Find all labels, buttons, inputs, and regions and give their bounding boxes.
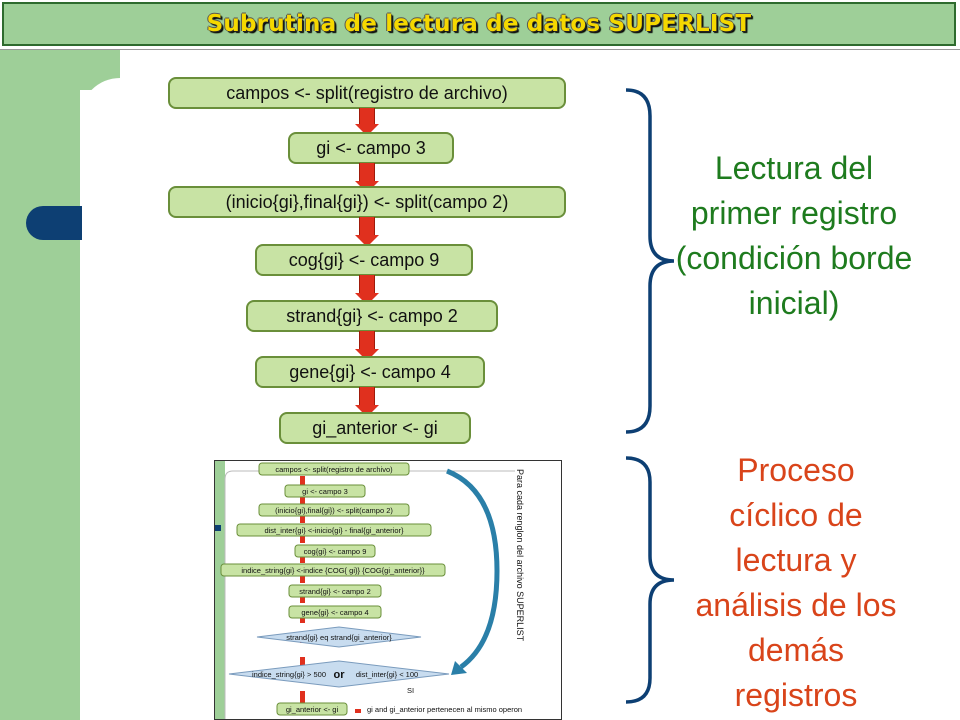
flow-arrow — [355, 217, 379, 247]
thumb-final-step: gi_anterior <- gi — [286, 705, 339, 714]
thumb-loop-arrow — [446, 468, 500, 670]
thumb-tab — [215, 525, 221, 531]
thumb-decisions — [228, 626, 450, 688]
label-first-record: Lectura del primer registro (condición b… — [675, 150, 913, 321]
thumb-step: strand{gi} <- campo 2 — [299, 587, 371, 596]
flow-step-strand: strand{gi} <- campo 2 — [246, 300, 498, 332]
thumb-operon-text: gi and gi_anterior pertenecen al mismo o… — [367, 705, 522, 714]
brace-cyclic-process — [625, 456, 675, 704]
thumb-step: dist_inter{gi} <-inicio{gi} - final{gi_a… — [264, 526, 404, 535]
thumb-si-label: SI — [407, 686, 414, 695]
thumb-decision-strand: strand{gi} eq strand{gi_anterior} — [286, 633, 392, 642]
thumb-decision-dist: dist_inter{gi} < 100 — [356, 670, 418, 679]
thumb-loop-arrowhead — [451, 661, 467, 675]
thumb-sidebar — [215, 461, 225, 719]
thumb-step: campos <- split(registro de archivo) — [275, 465, 393, 474]
title-box: Subrutina de lectura de datos SUPERLIST — [2, 2, 956, 46]
brace-first-record — [625, 88, 675, 434]
thumb-decision-or: or — [334, 669, 346, 681]
flow-step-gene: gene{gi} <- campo 4 — [255, 356, 485, 388]
thumbnail-svg: campos <- split(registro de archivo) gi … — [215, 461, 525, 719]
thumb-decision-indice: indice_string{gi} > 500 — [252, 670, 326, 679]
thumb-step: (inicio{gi},final{gi}) <- split(campo 2) — [275, 506, 393, 515]
thumb-step: cog{gi} <- campo 9 — [304, 547, 367, 556]
slide-title: Subrutina de lectura de datos SUPERLIST — [206, 11, 752, 37]
thumb-step-boxes — [220, 462, 446, 716]
thumb-step: gene{gi} <- campo 4 — [301, 608, 368, 617]
sidebar-decoration — [0, 50, 80, 720]
title-bar: Subrutina de lectura de datos SUPERLIST — [0, 0, 960, 50]
flow-step-gi-anterior: gi_anterior <- gi — [279, 412, 471, 444]
flow-step-gi: gi <- campo 3 — [288, 132, 454, 164]
top-band — [80, 50, 640, 78]
label-cyclic-process: Proceso cíclico de lectura y análisis de… — [695, 452, 897, 713]
flow-step-cog: cog{gi} <- campo 9 — [255, 244, 473, 276]
thumb-step: gi <- campo 3 — [302, 487, 348, 496]
flow-step-inicio-final: (inicio{gi},final{gi}) <- split(campo 2) — [168, 186, 566, 218]
flow-step-split-record: campos <- split(registro de archivo) — [168, 77, 566, 109]
thumb-loop-label: Para cada renglon del archivo SUPERLIST — [515, 469, 525, 642]
navy-tab-decoration — [26, 206, 82, 240]
thumb-step: indice_string{gi} <-indice {COG{ gi}} {C… — [241, 566, 425, 575]
full-flowchart-thumbnail: campos <- split(registro de archivo) gi … — [214, 460, 562, 720]
